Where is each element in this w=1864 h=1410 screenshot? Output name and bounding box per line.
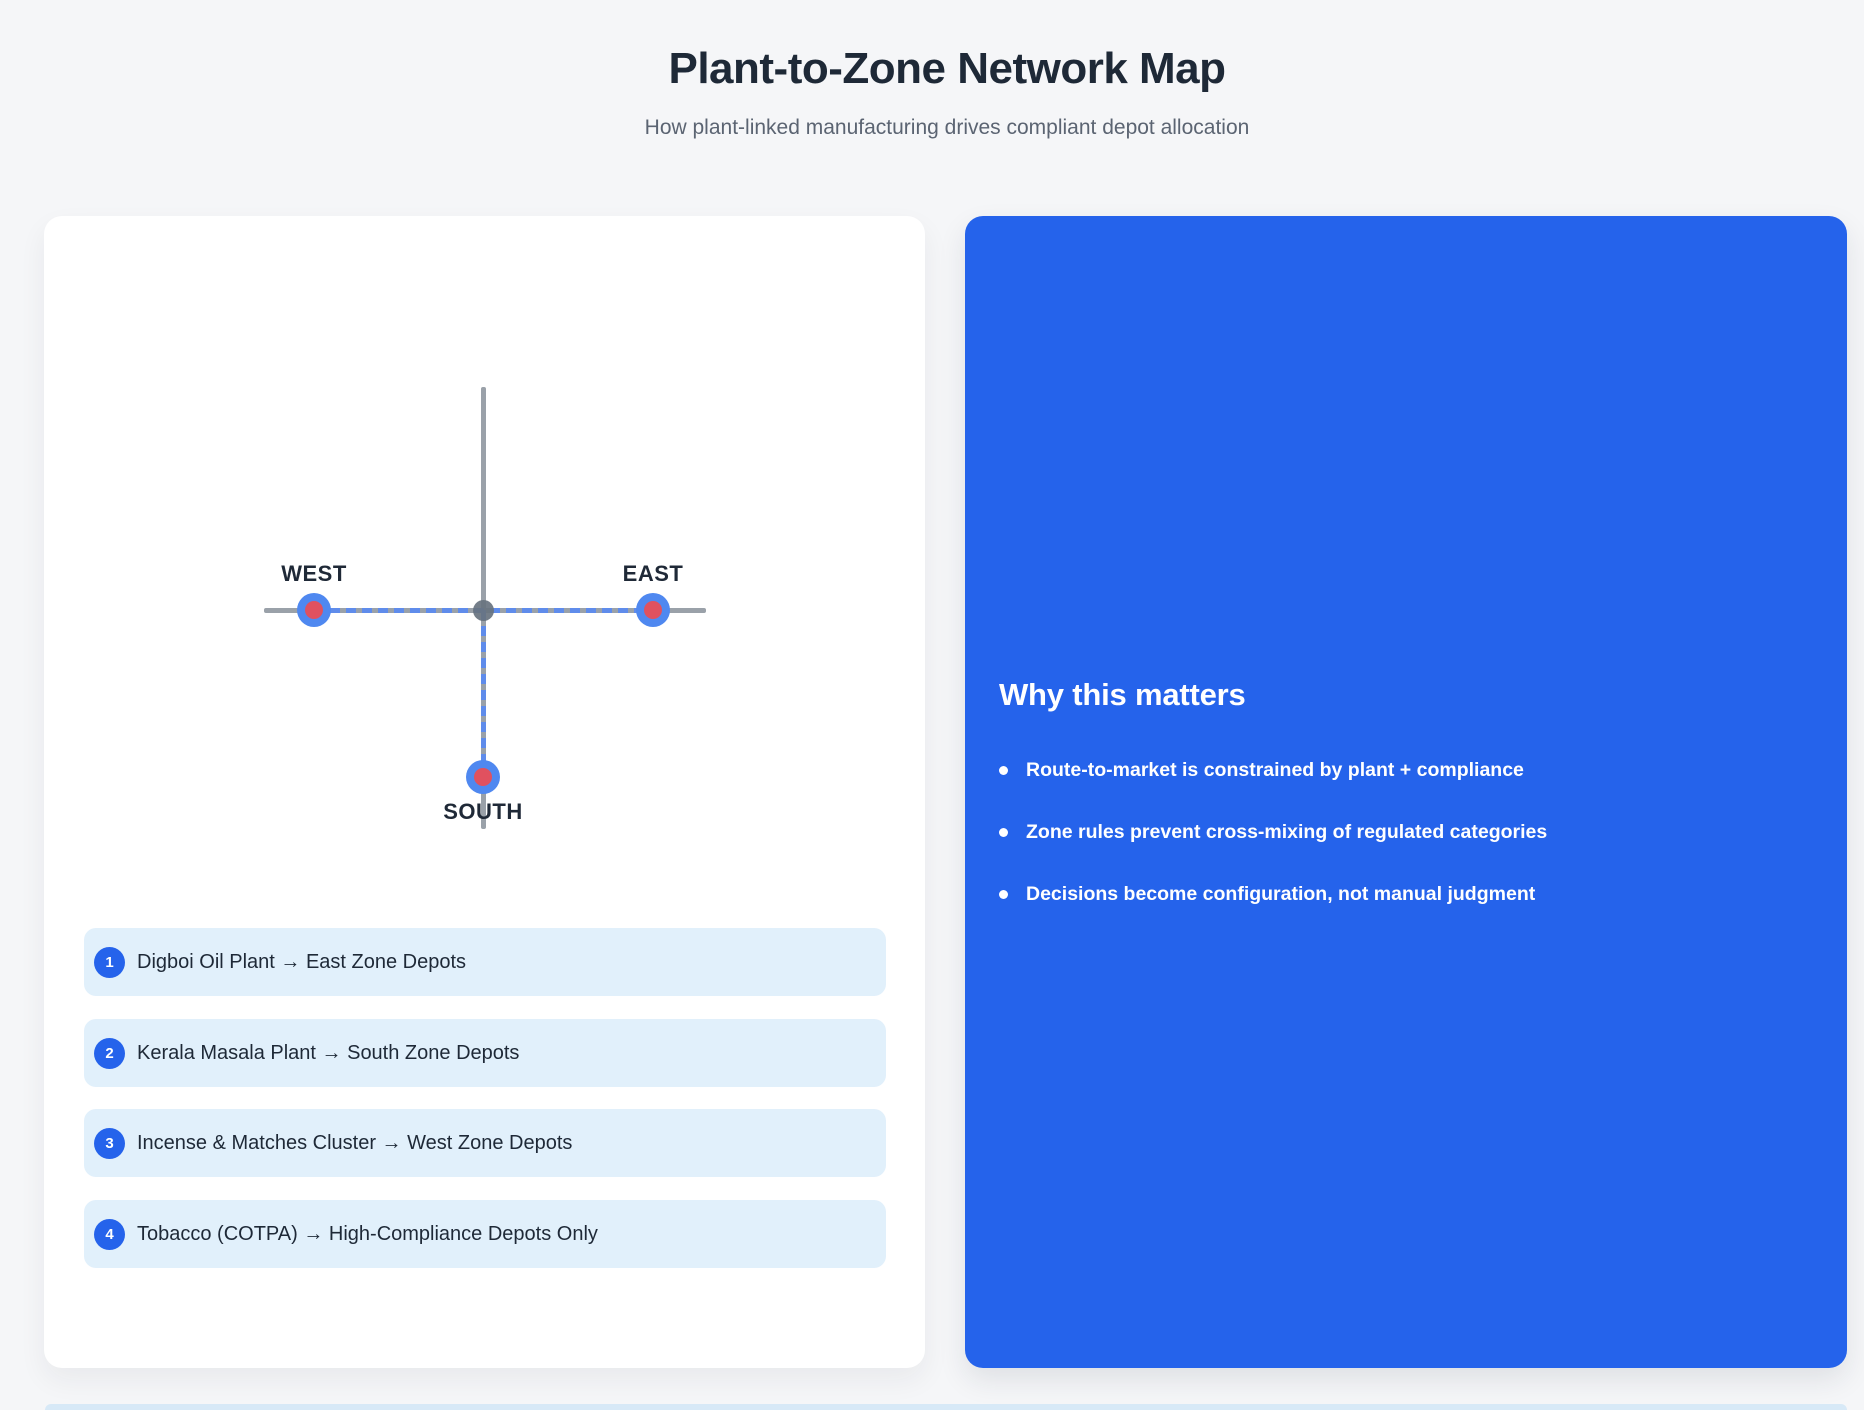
network-map-card: WEST EAST SOUTH 1 Digboi Oil Plant → Eas… [44,216,925,1368]
hub-node-icon [473,600,494,621]
list-item-incense-west: 3 Incense & Matches Cluster → West Zone … [84,1109,886,1177]
mapping-text: Tobacco (COTPA) → High-Compliance Depots… [137,1222,598,1245]
list-item-digboi-east: 1 Digboi Oil Plant → East Zone Depots [84,928,886,996]
why-this-matters-panel: Why this matters Route-to-market is cons… [965,216,1847,1368]
route-dashed-line-south [481,610,486,777]
bullet-text: Decisions become configuration, not manu… [1026,883,1536,905]
bullet-dot-icon [999,765,1008,775]
east-depot-marker-icon [644,601,662,619]
step-badge-3: 3 [94,1127,125,1159]
bullet-text: Zone rules prevent cross-mixing of regul… [1026,821,1548,843]
step-badge-1: 1 [94,946,125,978]
bullet-text: Route-to-market is constrained by plant … [1026,759,1524,781]
east-zone-node-icon [636,593,670,627]
mapping-text: Incense & Matches Cluster → West Zone De… [137,1131,573,1154]
panel-bullet-list: Route-to-market is constrained by plant … [999,757,1807,907]
bullet-dot-icon [999,889,1008,899]
mapping-text: Digboi Oil Plant → East Zone Depots [137,950,467,973]
list-item-kerala-south: 2 Kerala Masala Plant → South Zone Depot… [84,1019,886,1087]
page-header: Plant-to-Zone Network Map How plant-link… [44,44,1850,140]
bullet-item: Decisions become configuration, not manu… [999,881,1807,907]
west-depot-marker-icon [305,601,323,619]
bullet-item: Route-to-market is constrained by plant … [999,757,1807,783]
bullet-item: Zone rules prevent cross-mixing of regul… [999,819,1807,845]
south-zone-label: SOUTH [443,799,523,824]
south-zone-node-icon [466,760,500,794]
plant-zone-diagram: WEST EAST SOUTH [44,216,925,916]
south-depot-marker-icon [474,768,492,786]
step-badge-4: 4 [94,1218,125,1250]
step-badge-2: 2 [94,1037,125,1069]
list-item-tobacco-compliance: 4 Tobacco (COTPA) → High-Compliance Depo… [84,1200,886,1268]
cropped-card-top-edge [45,1404,1847,1410]
mapping-text: Kerala Masala Plant → South Zone Depots [137,1041,520,1064]
west-zone-node-icon [297,593,331,627]
page-title: Plant-to-Zone Network Map [668,44,1226,93]
east-zone-label: EAST [622,561,684,586]
panel-heading: Why this matters [999,677,1246,712]
west-zone-label: WEST [281,561,347,586]
bullet-dot-icon [999,827,1008,837]
page-subtitle: How plant-linked manufacturing drives co… [644,116,1250,139]
